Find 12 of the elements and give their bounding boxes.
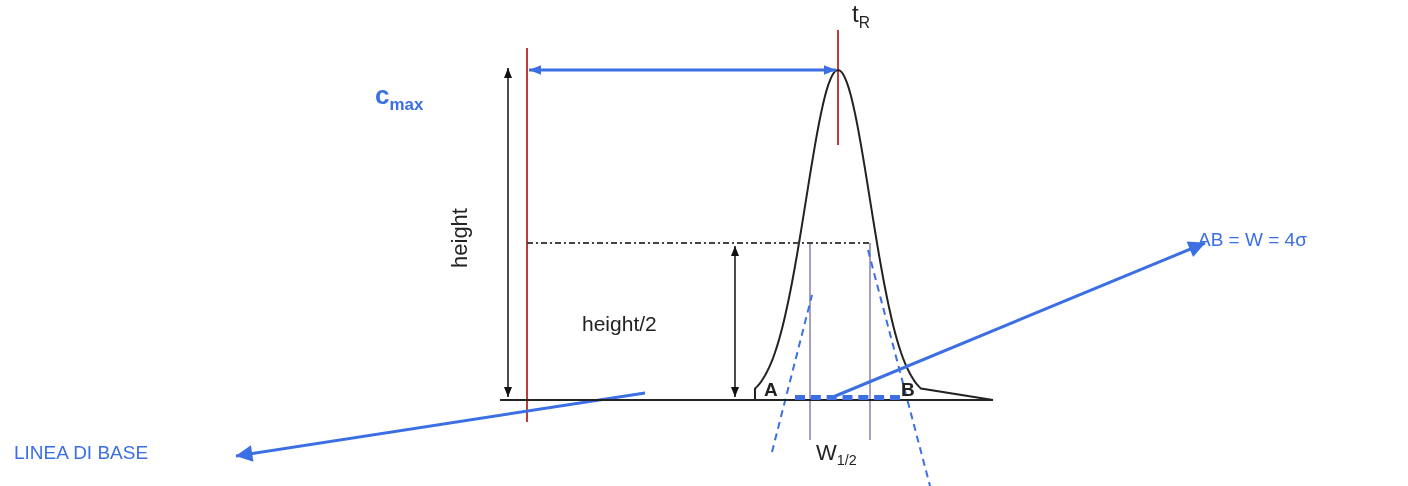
baseline-label: LINEA DI BASE (14, 443, 149, 464)
concentration-label: c$_{max}$ (375, 82, 424, 115)
leader-arrow (235, 391, 646, 462)
retention-time-label: t$_{R}$ (852, 2, 870, 31)
width-label: AB = W = 4σ (1198, 230, 1307, 251)
leader-arrow (832, 241, 1206, 399)
height-label: height (449, 208, 471, 268)
point-label: A (764, 380, 778, 399)
half-width-label: W$_{1/2}$ (816, 442, 857, 468)
peak-width-segment (795, 395, 900, 400)
half-height-label: height/2 (582, 313, 657, 334)
point-label: B (901, 380, 915, 399)
